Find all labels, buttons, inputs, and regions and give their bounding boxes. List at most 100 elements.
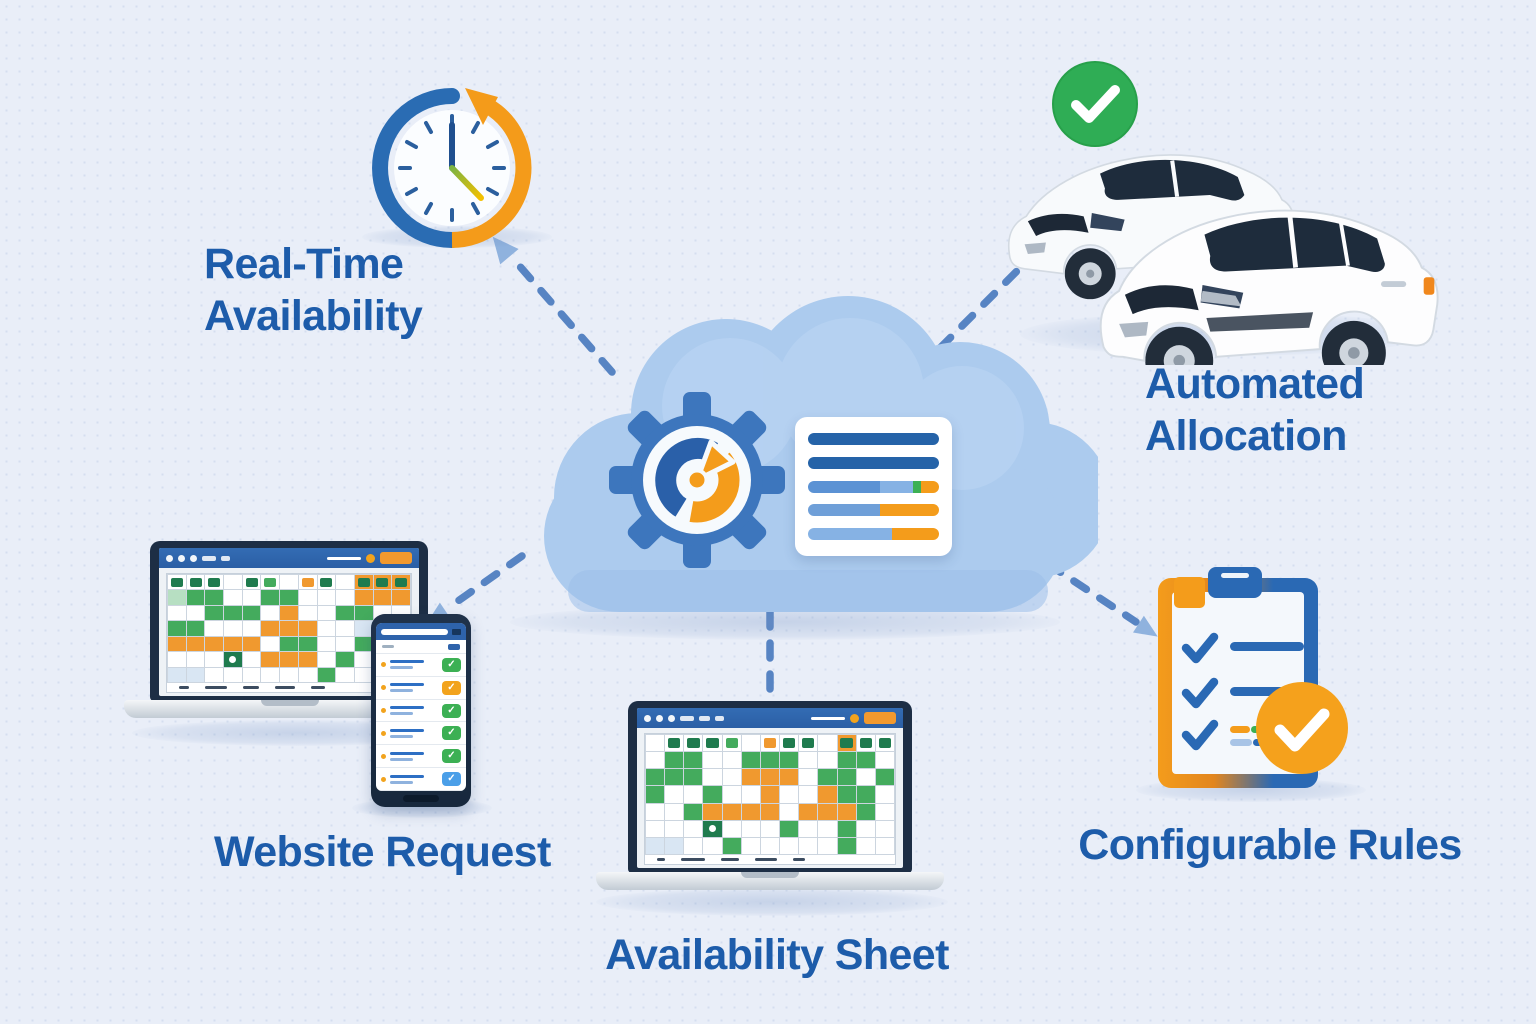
- calendar-cell: [780, 837, 799, 854]
- calendar-cell: [261, 590, 280, 605]
- calendar-cell: [354, 605, 373, 621]
- calendar-cell: [684, 786, 703, 803]
- report-bar: [808, 433, 939, 445]
- calendar-cell: [646, 803, 665, 820]
- calendar-cell: [780, 803, 799, 820]
- car-suv-icon: [1099, 209, 1439, 365]
- calendar-cell: [168, 636, 186, 652]
- calendar-cell: [837, 752, 856, 769]
- calendar-cell: [242, 621, 261, 636]
- label-line: Availability: [204, 291, 423, 340]
- calendar-header-cell: [280, 575, 298, 590]
- calendar-cell: [298, 667, 317, 682]
- status-check-badge: ✓: [442, 749, 461, 764]
- titlebar-text-mark: [680, 715, 694, 721]
- calendar-header-cell: [760, 735, 780, 752]
- calendar-cell: [261, 621, 280, 636]
- calendar-cell: [373, 590, 392, 605]
- calendar-cell: [856, 752, 875, 769]
- orange-check-circle-icon: [1256, 682, 1348, 774]
- window-dot-icon: [178, 554, 185, 562]
- green-check-circle-icon: [1052, 61, 1138, 147]
- calendar-cell: [298, 652, 317, 667]
- calendar-cell: [224, 605, 242, 621]
- calendar-cell: [722, 803, 741, 820]
- calendar-cell: [242, 590, 261, 605]
- item-text-lines: [390, 728, 424, 738]
- calendar-cell: [760, 786, 780, 803]
- sheet-footer-marks: [167, 683, 411, 692]
- calendar-cell: [646, 820, 665, 837]
- calendar-cell: [856, 820, 875, 837]
- calendar-header-cell: [741, 735, 760, 752]
- calendar-header-cell: [392, 575, 410, 590]
- calendar-cell: [684, 752, 703, 769]
- calendar-cell: [224, 636, 242, 652]
- calendar-cell: [799, 820, 818, 837]
- titlebar-orange-button: [380, 552, 412, 564]
- calendar-cell: [722, 769, 741, 786]
- calendar-header-cell: [354, 575, 373, 590]
- calendar-header-cell: [317, 575, 336, 590]
- calendar-cell: [242, 605, 261, 621]
- report-bar: [808, 528, 939, 540]
- calendar-cell: [703, 820, 722, 837]
- phone-home-button: [403, 795, 439, 802]
- calendar-cell: [336, 636, 354, 652]
- browser-titlebar: [637, 708, 903, 728]
- browser-titlebar: [159, 548, 419, 568]
- calendar-cell: [665, 769, 684, 786]
- calendar-cell: [760, 820, 780, 837]
- calendar-cell: [186, 621, 205, 636]
- real-time-availability-label: Real-Time Availability: [204, 239, 423, 342]
- calendar-cell: [242, 636, 261, 652]
- calendar-cell: [799, 752, 818, 769]
- calendar-cell: [261, 667, 280, 682]
- laptop-base: [596, 872, 944, 890]
- calendar-cell: [703, 803, 722, 820]
- calendar-cell: [280, 652, 298, 667]
- minute-hand: [449, 165, 484, 201]
- calendar-header-cell: [186, 575, 205, 590]
- calendar-cell: [875, 820, 894, 837]
- calendar-header-cell: [837, 735, 856, 752]
- calendar-header-cell: [168, 575, 186, 590]
- calendar-cell: [224, 621, 242, 636]
- calendar-cell: [354, 636, 373, 652]
- report-bar: [808, 480, 939, 493]
- clipboard-clip: [1208, 567, 1262, 598]
- calendar-cell: [168, 590, 186, 605]
- calendar-cell: [186, 605, 205, 621]
- calendar-cell: [280, 636, 298, 652]
- laptop-screen: [628, 701, 912, 873]
- calendar-cell: [799, 837, 818, 854]
- calendar-cell: [298, 621, 317, 636]
- calendar-cell: [684, 820, 703, 837]
- calendar-cell: [818, 820, 837, 837]
- calendar-cell: [261, 652, 280, 667]
- calendar-cell: [741, 820, 760, 837]
- calendar-cell: [168, 652, 186, 667]
- calendar-cell: [875, 837, 894, 854]
- calendar-header-cell: [780, 735, 799, 752]
- titlebar-orange-button: [864, 712, 896, 724]
- calendar-cell: [354, 652, 373, 667]
- label-line: Automated: [1145, 360, 1365, 408]
- calendar-cell: [224, 590, 242, 605]
- calendar-cell: [205, 636, 224, 652]
- window-dot-icon: [668, 714, 675, 722]
- calendar-cell: [336, 590, 354, 605]
- titlebar-text-mark: [715, 715, 724, 721]
- calendar-cell: [186, 652, 205, 667]
- calendar-cell: [665, 803, 684, 820]
- sheet-footer-marks: [645, 855, 895, 864]
- status-check-badge: ✓: [442, 703, 461, 718]
- item-text-lines: [390, 751, 424, 761]
- calendar-cell: [837, 837, 856, 854]
- booking-list-item: ✓: [376, 722, 466, 746]
- calendar-cell: [780, 752, 799, 769]
- calendar-cell: [703, 786, 722, 803]
- calendar-cell: [298, 590, 317, 605]
- calendar-cell: [818, 803, 837, 820]
